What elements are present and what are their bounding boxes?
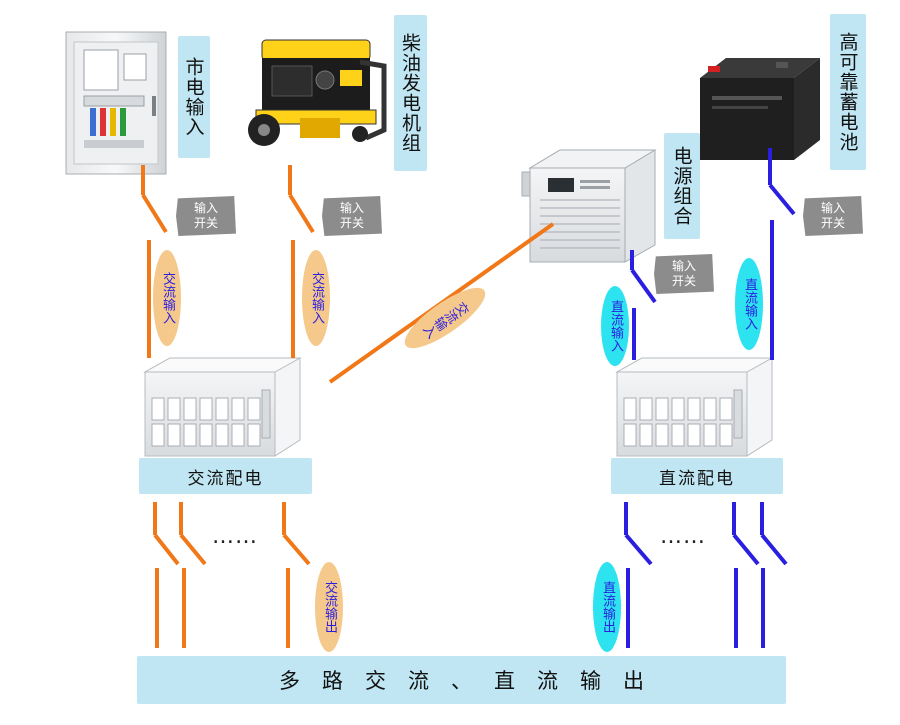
dc-distribution-label: 直流配电 (611, 458, 783, 494)
generator-switch-tag: 输入 开关 (322, 196, 382, 236)
ac-out-3-switch (282, 533, 311, 566)
battery-image (700, 58, 820, 160)
dc-distribution-rack-image (615, 357, 774, 457)
dc-out-2-switch (732, 533, 760, 566)
ac-output-oval: 交流输出 (315, 562, 343, 652)
mains-input-switch (141, 193, 168, 234)
dc-output-oval-text: 直流输出 (600, 581, 615, 633)
switch-tag-line1: 输入 (820, 201, 845, 215)
ac-out-2-switch (179, 533, 207, 566)
diesel-generator-image (248, 39, 387, 146)
switch-tag-line2: 开关 (820, 216, 845, 230)
switch-tag-line2: 开关 (193, 216, 218, 230)
generator-input-switch (288, 193, 315, 234)
ac-distribution-label: 交流配电 (139, 458, 312, 494)
mains-input-label: 市电输入 (178, 36, 210, 158)
dc-more-outputs-ellipsis: …… (660, 524, 706, 549)
dc-out-1-switch (624, 533, 653, 566)
dc-wiring (624, 148, 796, 648)
ac-input-oval-1: 交流输入 (153, 250, 181, 346)
switch-tag-line2: 开关 (339, 216, 364, 230)
ac-out-1-switch (153, 533, 180, 566)
dc-input-oval-2: 直流输入 (735, 258, 763, 350)
dc-input-oval-text: 直流输入 (742, 278, 757, 330)
ac-output-oval-text: 交流输出 (322, 581, 337, 633)
dc-out-3-switch (760, 533, 788, 566)
switch-tag-line1: 输入 (339, 201, 364, 215)
battery-input-switch (768, 183, 796, 216)
rectifier-input-switch (630, 268, 657, 304)
rectifier-switch-tag: 输入 开关 (654, 254, 714, 294)
battery-switch-tag: 输入 开关 (803, 196, 863, 236)
rectifier-unit-image (521, 149, 657, 263)
ac-more-outputs-ellipsis: …… (212, 524, 258, 549)
mains-switch-tag: 输入 开关 (176, 196, 236, 236)
diesel-generator-label: 柴油发电机组 (394, 15, 427, 171)
switch-tag-line1: 输入 (193, 201, 218, 215)
switch-tag-line2: 开关 (671, 274, 696, 288)
dc-input-oval-text: 直流输入 (608, 300, 623, 352)
dc-output-oval: 直流输出 (593, 562, 621, 652)
ac-distribution-rack-image (143, 357, 302, 457)
switch-tag-line1: 输入 (671, 259, 696, 273)
power-combination-label: 电源组合 (664, 133, 700, 239)
dc-input-oval-1: 直流输入 (601, 286, 629, 366)
multi-output-bar: 多路交流、直流输出 (137, 656, 786, 704)
mains-cabinet-image (65, 31, 167, 175)
ac-input-oval-text: 交流输入 (160, 272, 175, 324)
ac-input-oval-text: 交流输入 (309, 272, 324, 324)
ac-input-oval-2: 交流输入 (302, 250, 330, 346)
reliable-battery-label: 高可靠蓄电池 (830, 14, 866, 170)
